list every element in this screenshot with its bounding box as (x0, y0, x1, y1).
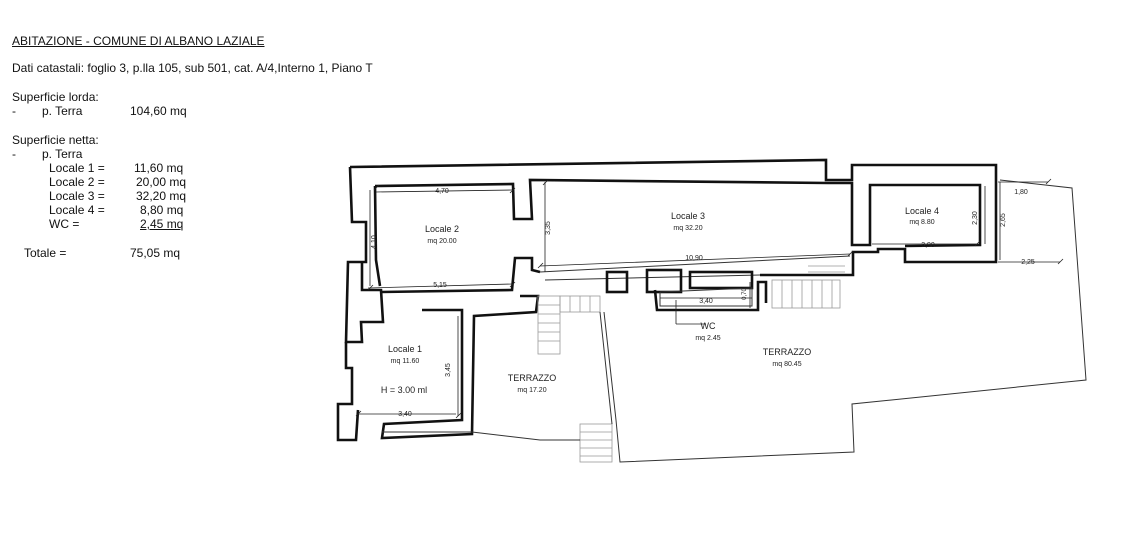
terrazzo1-area: mq 17.20 (517, 387, 546, 394)
total-value: 75,05 mq (130, 246, 181, 260)
dim-label: 4,70 (435, 188, 449, 195)
wall-l1-left (336, 342, 360, 442)
wall-l1 (380, 294, 540, 440)
dim-label: 2,30 (972, 211, 979, 225)
terrazzo-outline (603, 179, 1087, 463)
locale2-area: mq 20.00 (427, 238, 456, 245)
l3-bottom-line (539, 255, 851, 273)
pillar (645, 268, 683, 294)
net-dash: - (12, 147, 16, 161)
wc-inner (659, 287, 753, 307)
outer-wall (349, 158, 998, 277)
locale4-name: Locale 4 (905, 206, 939, 216)
terrazzo1-name: TERRAZZO (508, 373, 557, 383)
dim-label: 2,65 (1000, 213, 1007, 227)
locale4-area: mq 8.80 (909, 219, 934, 226)
wc-area: mq 2.45 (695, 335, 720, 342)
dim-label: 2,25 (1021, 259, 1035, 266)
wc-wall (653, 280, 768, 312)
net-row-value: 8,80 mq (140, 203, 184, 217)
locale3-name: Locale 3 (671, 211, 705, 221)
net-row-value: 32,20 mq (136, 189, 187, 203)
dim-label: 0,70 (742, 288, 748, 300)
dimension-ticks (355, 178, 1064, 419)
outer-wall-left (344, 166, 385, 344)
net-row-name: Locale 2 = (49, 175, 105, 189)
terrazzo2-area: mq 80.45 (772, 361, 801, 368)
locale2-name: Locale 2 (425, 224, 459, 234)
dimension-lines (358, 181, 1060, 416)
net-row-value: 2,45 mq (140, 217, 184, 231)
stairs (537, 265, 845, 463)
total-label: Totale = (24, 246, 67, 260)
page-title: ABITAZIONE - COMUNE DI ALBANO LAZIALE (12, 34, 265, 48)
net-row-value: 20,00 mq (136, 175, 187, 189)
gross-floor: p. Terra (42, 104, 83, 118)
cadastral-data: Dati catastali: foglio 3, p.lla 105, sub… (12, 61, 373, 75)
pillar (688, 270, 754, 290)
net-surface-label: Superficie netta: (12, 133, 99, 147)
net-row-value: 11,60 mq (134, 161, 184, 175)
locale1-area: mq 11.60 (391, 358, 420, 365)
terrazzo-outline (471, 431, 580, 441)
locale3-area: mq 32.20 (673, 225, 702, 232)
locale1-name: Locale 1 (388, 344, 422, 354)
gross-surface-label: Superficie lorda: (12, 90, 99, 104)
dim-label: 5,15 (433, 282, 447, 289)
wall-l2-bottom (380, 256, 541, 294)
net-row-name: Locale 3 = (49, 189, 105, 203)
inner-wall (374, 178, 982, 248)
net-row-name: Locale 4 = (49, 203, 105, 217)
dim-label: 1,80 (1014, 189, 1028, 196)
dim-label: 3,40 (398, 411, 412, 418)
dim-label: 3,40 (699, 298, 713, 305)
dim-label: 10,90 (685, 255, 703, 262)
dim-label: 4,10 (371, 235, 378, 249)
net-floor: p. Terra (42, 147, 83, 161)
net-row-name: WC = (49, 217, 80, 231)
locale1-height: H = 3.00 ml (381, 385, 427, 395)
pillar (605, 270, 629, 294)
gross-dash: - (12, 104, 16, 118)
gross-value: 104,60 mq (130, 104, 187, 118)
net-row-name: Locale 1 = (49, 161, 105, 175)
inner-wall-left (373, 185, 382, 287)
wc-name: WC (701, 321, 716, 331)
terrazzo2-name: TERRAZZO (763, 347, 812, 357)
dim-label: 3,45 (445, 363, 452, 377)
corridor-line (544, 274, 761, 281)
dim-label: 3,35 (545, 221, 552, 235)
terrazzo-outline (599, 311, 613, 425)
dim-label: 3,90 (921, 242, 935, 249)
